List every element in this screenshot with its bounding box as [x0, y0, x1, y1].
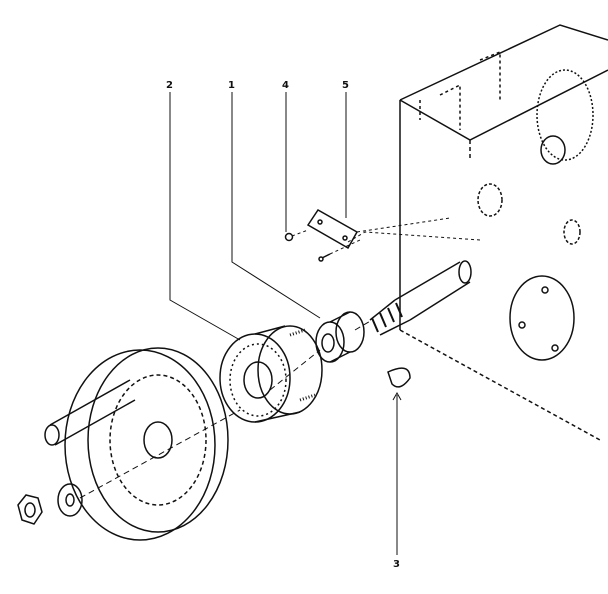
callout-4: 4 [282, 80, 289, 91]
screws [284, 232, 331, 262]
callout-3: 3 [393, 559, 400, 570]
clip [387, 367, 411, 388]
plate [306, 209, 359, 250]
handwheel [44, 347, 229, 541]
callout-1: 1 [228, 80, 235, 91]
graduated-dial [219, 325, 323, 423]
shaft [369, 260, 472, 336]
collar [315, 311, 365, 363]
gearbox-housing [399, 24, 608, 441]
washer [57, 483, 83, 517]
callout-5: 5 [342, 80, 349, 91]
leader-lines [169, 92, 402, 555]
nut [17, 494, 43, 525]
callout-2: 2 [166, 80, 173, 91]
